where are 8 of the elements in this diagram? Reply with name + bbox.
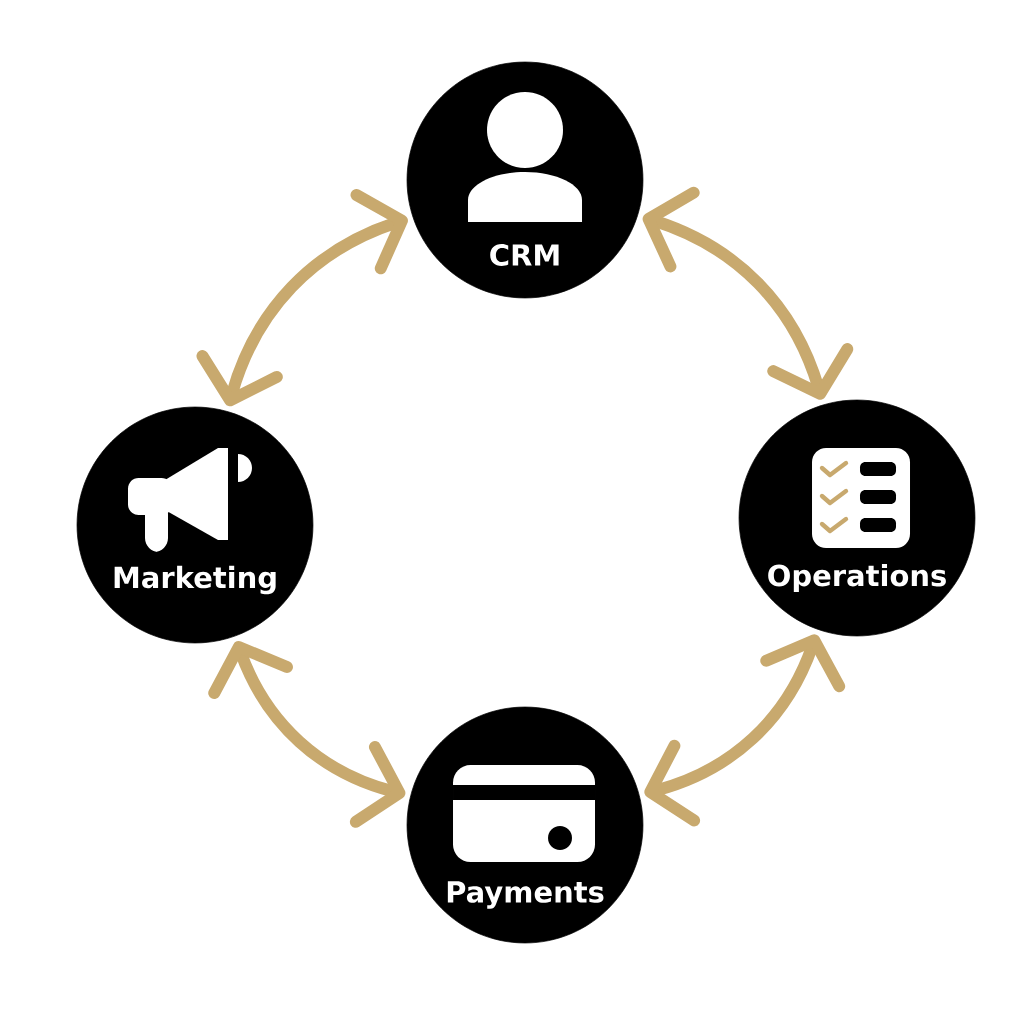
double-arrow [208,641,406,828]
double-arrow [644,634,846,827]
node-label: CRM [490,244,559,266]
node-label: Payments [447,881,604,909]
node-label: Marketing [114,565,276,595]
node-label: Operations [768,564,946,593]
double-arrow [642,186,854,400]
double-arrow [196,188,408,407]
